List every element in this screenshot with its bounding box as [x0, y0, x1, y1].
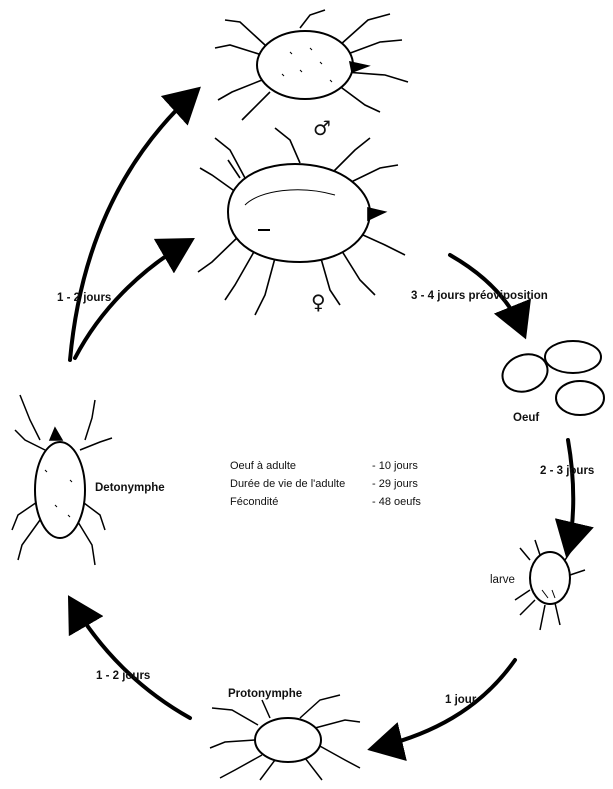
arrow-egg-to-larva — [568, 440, 573, 550]
arrow-deutonymph-to-male — [70, 92, 195, 360]
stat-label-fecundity: Fécondité — [230, 496, 278, 508]
preoviposition-duration: 3 - 4 jours préoviposition — [411, 290, 548, 302]
larva-to-protonymph-duration: 1 jour — [445, 694, 476, 706]
protonymph-to-deutonymph-duration: 1 - 2 jours — [96, 670, 150, 682]
deutonymph-to-adult-duration: 1 - 2 jours — [57, 292, 111, 304]
male-symbol: ♂ — [313, 116, 331, 140]
male-mite — [215, 10, 408, 120]
stat-value-egg-to-adult: - 10 jours — [372, 460, 418, 472]
arrow-protonymph-to-deutonymph — [72, 602, 190, 718]
stat-value-fecundity: - 48 oeufs — [372, 496, 421, 508]
female-symbol: ♀ — [311, 290, 326, 314]
female-mite — [198, 128, 405, 315]
eggs — [497, 341, 604, 415]
larva-label: larve — [490, 574, 515, 586]
deutonymph-label: Detonymphe — [95, 482, 165, 494]
stat-label-egg-to-adult: Oeuf à adulte — [230, 460, 296, 472]
protonymph-mite — [210, 695, 360, 780]
stat-label-adult-lifespan: Durée de vie de l'adulte — [230, 478, 345, 490]
egg-to-larva-duration: 2 - 3 jours — [540, 465, 594, 477]
larva-mite — [515, 540, 585, 630]
deutonymph-mite — [12, 395, 112, 565]
egg-label: Oeuf — [513, 412, 539, 424]
protonymph-label: Protonymphe — [228, 688, 302, 700]
stat-value-adult-lifespan: - 29 jours — [372, 478, 418, 490]
